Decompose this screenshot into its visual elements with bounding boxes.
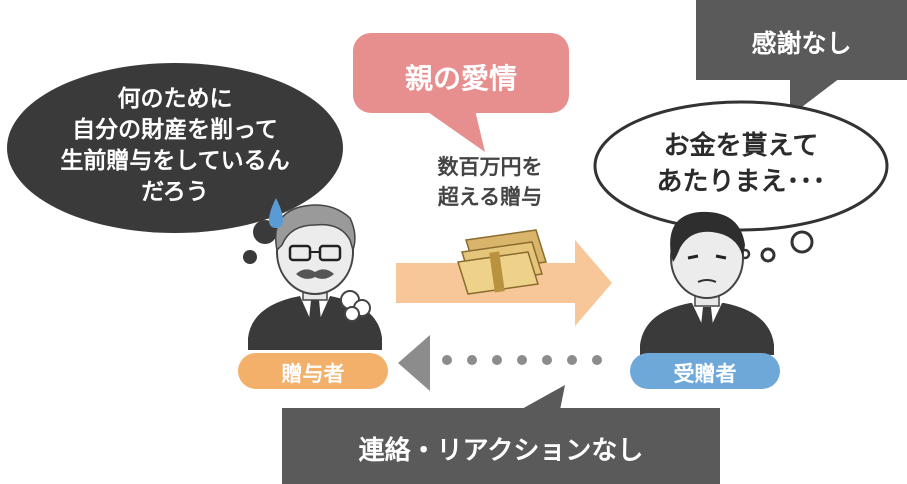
- no-gratitude-callout: [696, 0, 907, 116]
- no-contact-label: 連絡・リアクションなし: [358, 436, 644, 466]
- giver-thought-line: だろう: [141, 179, 209, 205]
- transfer-amount-line: 超える贈与: [437, 185, 543, 209]
- receiver-role-label: 受贈者: [673, 362, 737, 386]
- receiver-thought-text: お金を貰えて あたりまえ･･･: [605, 128, 877, 200]
- receiver-thought-line: あたりまえ･･･: [656, 167, 826, 197]
- giver-thought-line: 何のために: [117, 86, 233, 112]
- receiver-thought-bubble: [593, 100, 889, 263]
- giver-thought-text: 何のために 自分の財産を削って 生前贈与をしているん だろう: [20, 84, 330, 208]
- money-bundle-icon: [457, 229, 547, 295]
- no-contact-callout: [282, 385, 720, 484]
- transfer-amount-line: 数百万円を: [437, 155, 543, 179]
- parents-love-callout: [353, 33, 569, 152]
- giver-thought-line: 生前贈与をしているん: [60, 148, 290, 174]
- transfer-amount-text: 数百万円を 超える贈与: [405, 152, 575, 212]
- no-gratitude-label: 感謝なし: [751, 29, 852, 58]
- no-response-arrow: [398, 335, 602, 391]
- giver-person-icon: [248, 198, 382, 350]
- receiver-badge: [630, 353, 780, 389]
- receiver-thought-line: お金を貰えて: [663, 131, 819, 161]
- giver-thought-line: 自分の財産を削って: [72, 117, 278, 143]
- receiver-person-icon: [640, 211, 774, 355]
- parents-love-label: 親の愛情: [404, 62, 517, 95]
- giver-role-label: 贈与者: [281, 362, 345, 386]
- giver-badge: [238, 353, 388, 389]
